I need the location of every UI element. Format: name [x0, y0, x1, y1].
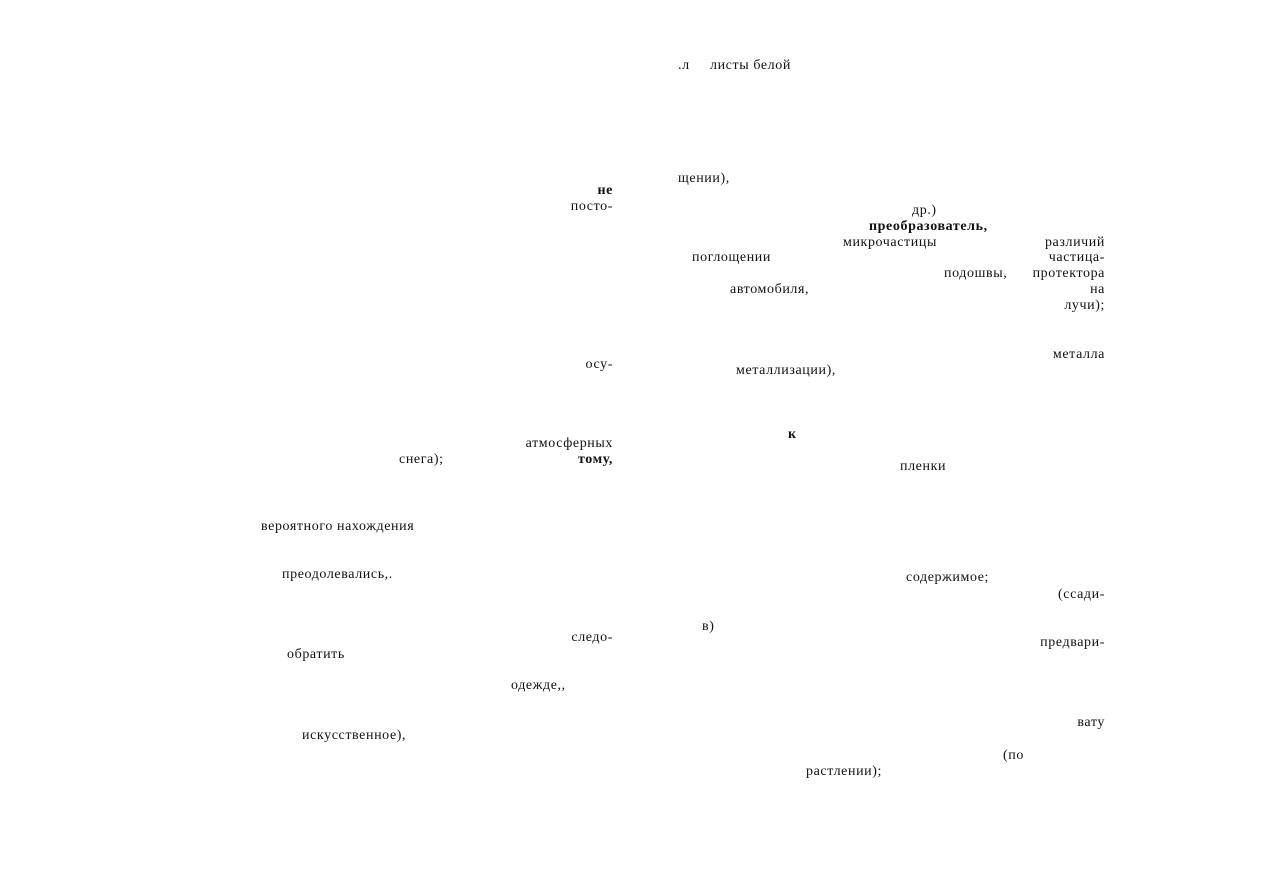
text-fragment: не — [597, 183, 613, 198]
text-fragment: автомобиля, — [730, 282, 810, 297]
text-fragment: обратить — [287, 647, 345, 662]
text-fragment: поглощении — [692, 250, 771, 265]
text-fragment: снега); — [399, 452, 444, 467]
text-fragment: лучи); — [1064, 298, 1105, 313]
text-fragment: (ссади- — [1058, 587, 1105, 602]
text-fragment: вату — [1077, 715, 1105, 730]
text-fragment: в) — [702, 619, 715, 634]
text-fragment: тому, — [577, 452, 613, 467]
text-fragment: следо- — [571, 630, 613, 645]
text-fragment: предвари- — [1040, 635, 1105, 650]
text-fragment: металла — [1052, 347, 1105, 362]
text-fragment: .л — [678, 58, 690, 73]
text-fragment: подошвы, — [944, 266, 1008, 281]
text-fragment: (по — [1003, 748, 1024, 763]
text-fragment: искусственное), — [302, 728, 407, 743]
text-fragment: содержимое; — [906, 570, 990, 585]
text-fragment: металлизации), — [736, 363, 836, 378]
text-fragment: одежде,, — [511, 678, 566, 693]
text-fragment: посто- — [570, 199, 613, 214]
text-fragment: пленки — [900, 459, 947, 474]
text-fragment: микрочастицы — [843, 235, 937, 250]
text-fragment: вероятного нахождения — [261, 519, 415, 534]
text-fragment: атмосферных — [525, 436, 613, 451]
text-fragment: осу- — [585, 357, 613, 372]
text-fragment: частица- — [1048, 250, 1105, 265]
text-fragment: к — [788, 427, 797, 442]
text-fragment: листы белой — [710, 58, 791, 73]
text-fragment: протектора — [1032, 266, 1105, 281]
text-fragment: преобразователь, — [869, 219, 988, 234]
text-fragment: щении), — [678, 171, 730, 186]
text-fragment: различий — [1044, 235, 1105, 250]
text-fragment: растлении); — [806, 764, 883, 779]
text-fragment: преодолевались,. — [282, 567, 393, 582]
text-fragment: на — [1090, 282, 1105, 297]
text-fragment: др.) — [912, 203, 937, 218]
